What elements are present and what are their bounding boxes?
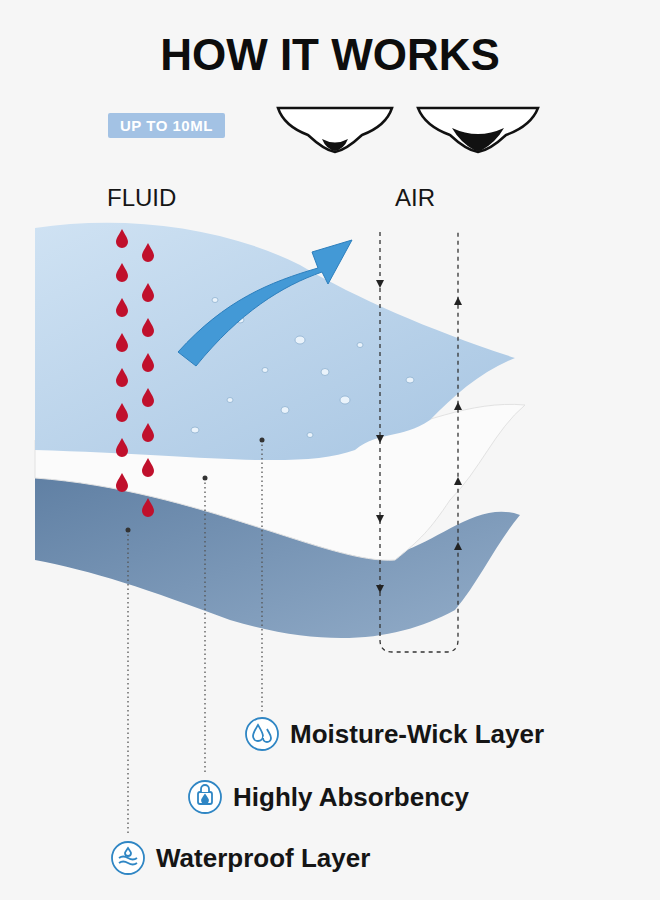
droplet [406,377,414,383]
drop [116,473,128,492]
drop [142,423,154,442]
drops-icon [253,725,263,741]
droplet [357,343,363,348]
arrowhead [454,477,462,485]
leader-lines [128,440,262,836]
waves-icon [125,848,131,856]
icon-circle [246,718,278,750]
absorb-icon [198,792,212,804]
fluid-drops [116,229,154,517]
wicking-arrow [178,240,352,366]
drop [142,353,154,372]
icon-circle [189,781,221,813]
leader-dot [126,528,131,533]
gusset [322,139,348,151]
drop [116,263,128,282]
droplet [281,407,289,414]
underwear-outline [418,108,538,152]
droplet [191,427,199,433]
arrowhead [376,515,384,523]
droplet [295,336,305,344]
flow-label: FLUID [107,184,176,212]
gusset [452,128,504,151]
absorb-icon [201,785,209,792]
drop [116,438,128,457]
drop [142,283,154,302]
layer-label: Moisture-Wick Layer [290,719,544,750]
layer-label: Highly Absorbency [233,782,469,813]
drop [116,229,128,248]
waves-icon [119,862,137,865]
leader-dot [203,476,208,481]
drop [116,333,128,352]
drop [142,243,154,262]
drop [142,458,154,477]
waves-icon [119,857,137,860]
wick-layer [35,223,515,460]
droplet [262,368,268,373]
layer-label: Waterproof Layer [156,843,370,874]
arrowhead [454,297,462,305]
title: HOW IT WORKS [160,30,500,80]
icon-circle [112,842,144,874]
leader-line [204,478,205,775]
arrowhead [454,402,462,410]
air-path [380,232,458,652]
drop [142,318,154,337]
drop [116,298,128,317]
droplet [307,433,313,438]
badge-box: UP TO 10ML [108,113,225,138]
underwear-outline [278,108,392,152]
leader-dot [260,438,265,443]
drop [116,403,128,422]
droplet [227,398,233,403]
arrowhead [376,585,384,593]
arrowhead [376,435,384,443]
droplet [212,298,218,303]
leader-line [127,530,128,836]
flow-label: AIR [395,184,435,212]
arrowhead [454,542,462,550]
drop [142,498,154,517]
drop [142,388,154,407]
leader-dots [126,438,265,533]
badge-text: UP TO 10ML [120,117,213,134]
underwear-icons [278,108,538,152]
drop [116,368,128,387]
droplet [340,396,350,404]
absorb-icon [202,795,208,803]
arrowhead [376,280,384,288]
air-flow [376,232,462,652]
drops-icon [263,729,271,742]
droplet [321,369,329,376]
leader-line [261,440,262,712]
